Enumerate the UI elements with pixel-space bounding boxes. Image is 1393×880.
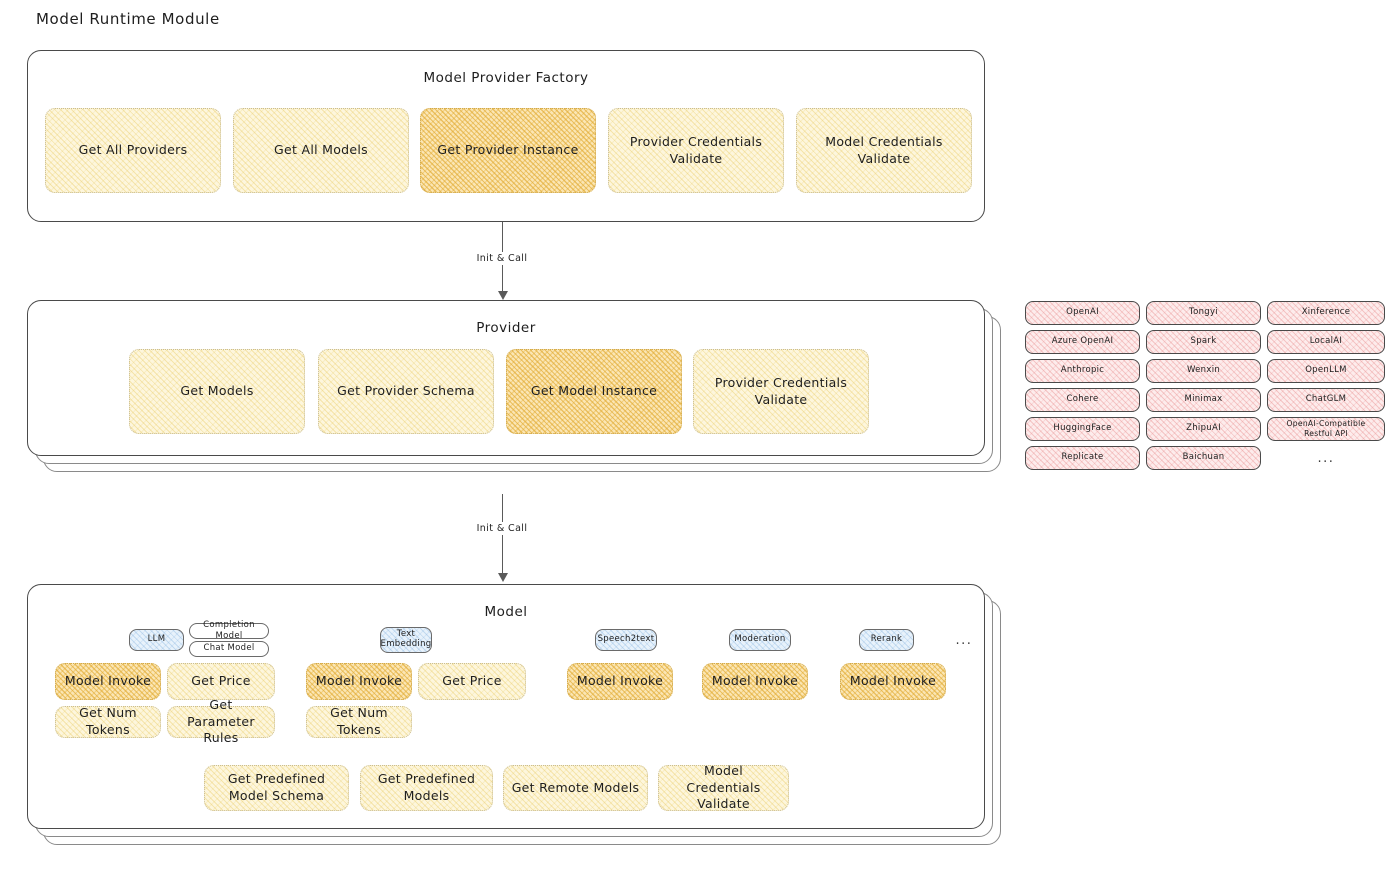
provider-panel: Provider Get Models Get Provider Schema … [27,300,985,456]
provider-chip-chatglm[interactable]: ChatGLM [1267,388,1385,412]
llm-node-get-parameter-rules[interactable]: Get Parameter Rules [167,697,275,745]
rerank-node-model-invoke[interactable]: Model Invoke [840,663,946,700]
factory-node-get-all-providers[interactable]: Get All Providers [45,108,221,193]
model-provider-factory-panel: Model Provider Factory Get All Providers… [27,50,985,222]
speech2text-node-model-invoke[interactable]: Model Invoke [567,663,673,700]
connector-label: Init & Call [472,252,532,265]
arrow-head-icon [497,573,508,582]
provider-chip-cohere[interactable]: Cohere [1025,388,1140,412]
connector-label: Init & Call [472,522,532,535]
provider-chip-openllm[interactable]: OpenLLM [1267,359,1385,383]
connector-factory-to-provider: Init & Call [472,222,532,300]
model-node-model-credentials-validate[interactable]: Model Credentials Validate [658,763,789,811]
model-node-get-predefined-model-schema[interactable]: Get Predefined Model Schema [204,765,349,811]
provider-list: OpenAI Azure OpenAI Anthropic Cohere Hug… [1025,300,1385,475]
provider-chip-minimax[interactable]: Minimax [1146,388,1261,412]
model-subtype-chip-chat-model[interactable]: Chat Model [189,641,269,657]
provider-chip-openai[interactable]: OpenAI [1025,301,1140,325]
llm-node-get-price[interactable]: Get Price [167,663,275,700]
provider-chip-anthropic[interactable]: Anthropic [1025,359,1140,383]
provider-node-get-provider-schema[interactable]: Get Provider Schema [318,349,494,434]
provider-title: Provider [476,320,536,336]
provider-node-get-model-instance[interactable]: Get Model Instance [506,349,682,434]
provider-node-provider-credentials-validate[interactable]: Provider Credentials Validate [693,349,869,434]
page-title: Model Runtime Module [36,10,220,28]
factory-node-provider-credentials-validate[interactable]: Provider Credentials Validate [608,108,784,193]
model-type-chip-speech2text[interactable]: Speech2text [595,629,657,651]
provider-chip-wenxin[interactable]: Wenxin [1146,359,1261,383]
provider-chip-xinference[interactable]: Xinference [1267,301,1385,325]
model-node-get-predefined-models[interactable]: Get Predefined Models [360,765,493,811]
provider-chip-baichuan[interactable]: Baichuan [1146,446,1261,470]
model-title: Model [484,604,528,620]
model-type-chip-rerank[interactable]: Rerank [859,629,914,651]
llm-node-get-num-tokens[interactable]: Get Num Tokens [55,705,161,738]
provider-chip-replicate[interactable]: Replicate [1025,446,1140,470]
provider-chip-spark[interactable]: Spark [1146,330,1261,354]
connector-provider-to-model: Init & Call [472,494,532,582]
provider-chip-localai[interactable]: LocalAI [1267,330,1385,354]
text-embedding-node-model-invoke[interactable]: Model Invoke [306,663,412,700]
model-type-chip-llm[interactable]: LLM [129,629,184,651]
provider-node-get-models[interactable]: Get Models [129,349,305,434]
model-node-get-remote-models[interactable]: Get Remote Models [503,765,648,811]
model-panel: Model LLM Completion Model Chat Model Mo… [27,584,985,829]
text-embedding-node-get-num-tokens[interactable]: Get Num Tokens [306,705,412,738]
provider-chip-tongyi[interactable]: Tongyi [1146,301,1261,325]
provider-chip-azure-openai[interactable]: Azure OpenAI [1025,330,1140,354]
factory-node-get-all-models[interactable]: Get All Models [233,108,409,193]
model-groups-more: ... [955,632,973,648]
llm-node-model-invoke[interactable]: Model Invoke [55,663,161,700]
factory-node-model-credentials-validate[interactable]: Model Credentials Validate [796,108,972,193]
provider-chip-huggingface[interactable]: HuggingFace [1025,417,1140,441]
factory-node-get-provider-instance[interactable]: Get Provider Instance [420,108,596,193]
moderation-node-model-invoke[interactable]: Model Invoke [702,663,808,700]
model-subtype-chip-completion-model[interactable]: Completion Model [189,620,269,641]
model-type-chip-moderation[interactable]: Moderation [729,629,791,651]
arrow-head-icon [497,291,508,300]
provider-chip-openai-compatible-restful-api[interactable]: OpenAI-Compatible Restful API [1267,417,1385,441]
text-embedding-node-get-price[interactable]: Get Price [418,663,526,700]
provider-chip-zhipuai[interactable]: ZhipuAI [1146,417,1261,441]
model-type-chip-text-embedding[interactable]: Text Embedding [380,627,432,653]
provider-list-more: ... [1317,450,1335,466]
factory-title: Model Provider Factory [423,70,589,86]
